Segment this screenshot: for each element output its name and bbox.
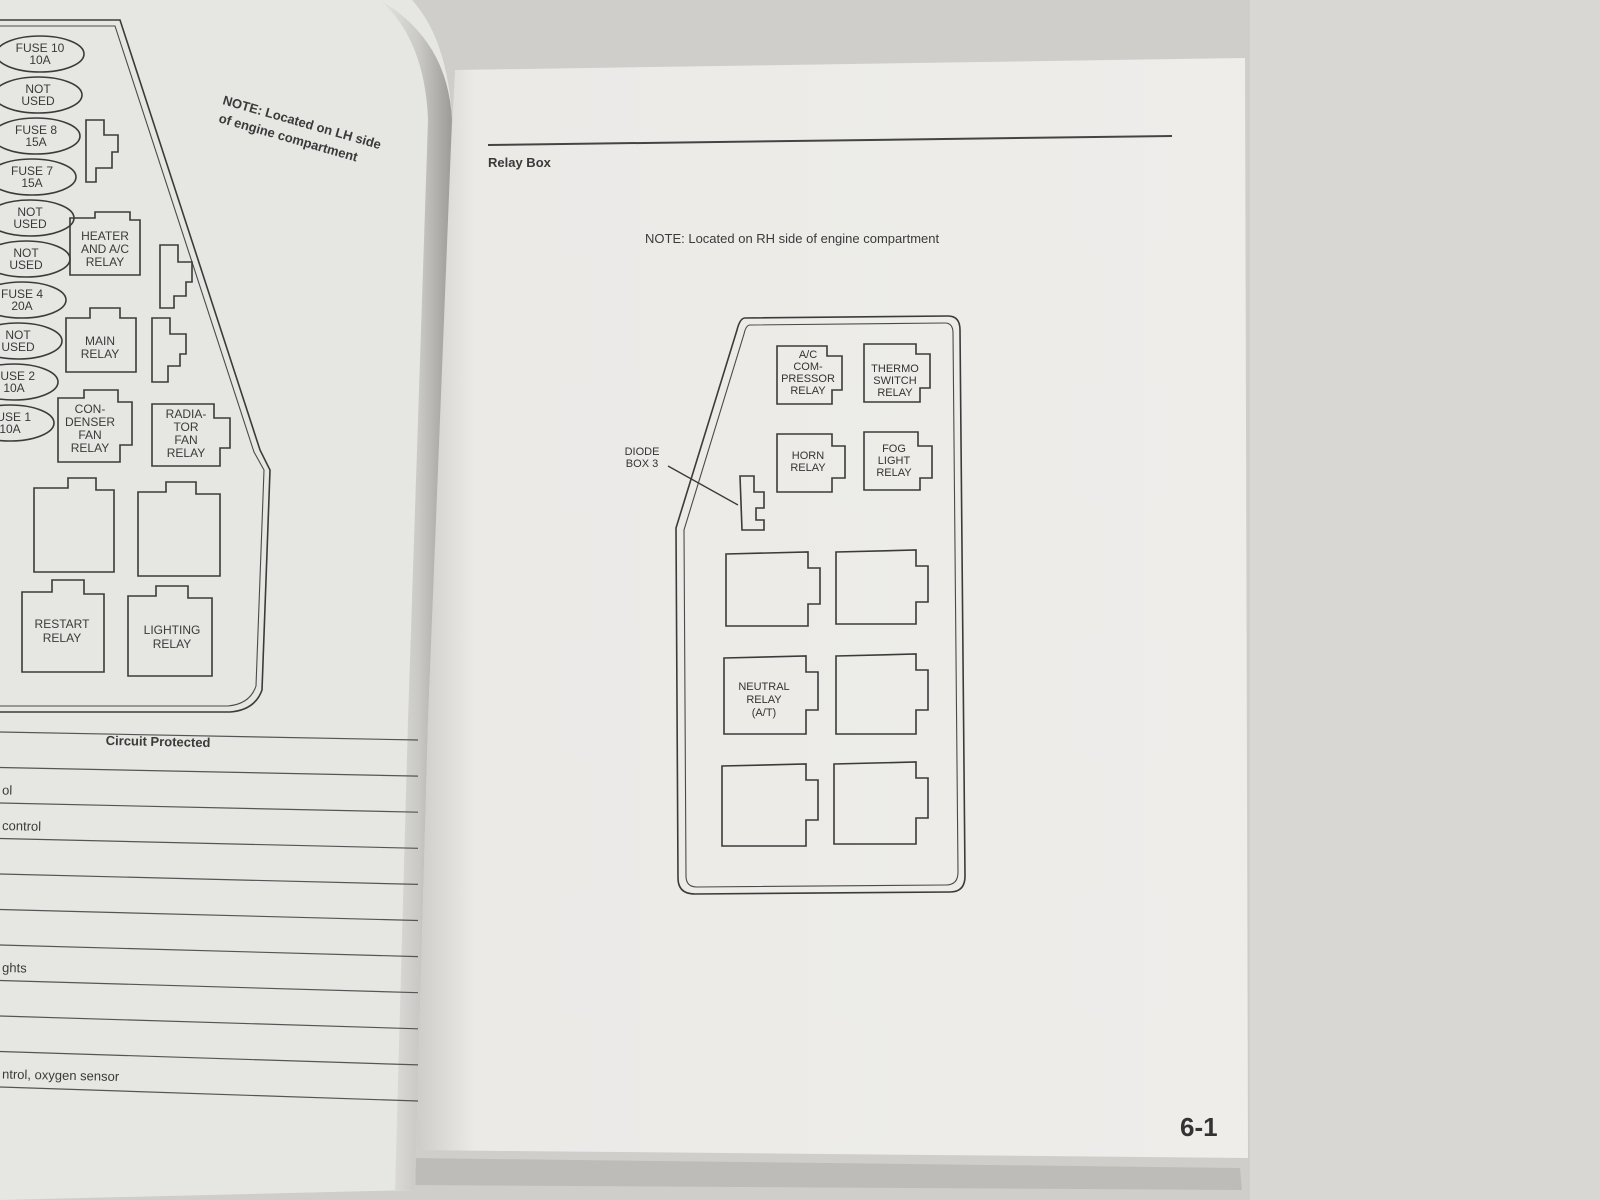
thermo-relay-label-1: THERMO [871,363,919,375]
fuse-oval-5-label-1: NOT [17,205,43,219]
fuse-oval-6-label-1: NOT [13,246,39,260]
fuse-oval-1-label-1: FUSE 10 [16,41,65,55]
fuse-oval-9-label-2: 10A [3,381,24,395]
fuse-oval-5-label-2: USED [13,217,47,231]
fuse-oval-10-label-1: FUSE 1 [0,410,31,424]
table-rule [0,1086,419,1102]
condenser-relay-label-1: CON- [75,402,106,416]
heater-relay-label-1: HEATER [81,229,129,243]
table-row-text: ntrol, oxygen sensor [2,1067,120,1084]
fuse-oval-9-label-1: FUSE 2 [0,369,35,383]
thermo-relay-label-3: RELAY [877,387,913,399]
table-rule [0,873,419,885]
condenser-relay-label-3: FAN [78,428,101,442]
fuse-oval-1-label-2: 10A [29,53,50,67]
fuse-oval-4-label-2: 15A [21,176,42,190]
radiator-relay-label-3: FAN [174,433,197,447]
ac-relay-label-4: RELAY [790,385,826,397]
ac-relay-label-1: A/C [799,349,817,361]
main-relay-label-2: RELAY [81,347,119,361]
condenser-relay-label-2: DENSER [65,415,115,429]
fuse-oval-6-label-2: USED [9,258,43,272]
page-number: 6-1 [1180,1112,1218,1142]
table-row-text: ghts [2,960,27,976]
fuse-oval-4-label-1: FUSE 7 [11,164,53,178]
radiator-relay-label-2: TOR [173,420,198,434]
table-rule [0,908,419,922]
restart-relay-label-2: RELAY [43,631,81,645]
table-rule [0,979,419,994]
right-page [408,58,1248,1158]
table-rule [0,1015,419,1030]
fuse-oval-2-label-1: NOT [25,82,51,96]
fuse-oval-10-label-2: 10A [0,422,21,436]
neutral-relay-label-2: RELAY [746,694,782,706]
table-row-text: ol [2,783,13,798]
lighting-relay-label-2: RELAY [153,637,191,651]
fuse-oval-8-label-2: USED [1,340,35,354]
radiator-relay-label-4: RELAY [167,446,205,460]
circuit-protected-table: Circuit Protected ol control ghts ntrol, ox… [0,731,419,1102]
rh-note: NOTE: Located on RH side of engine compa… [645,231,939,246]
left-page [0,0,452,1200]
radiator-relay-label-1: RADIA- [166,407,207,421]
fuse-oval-8-label-1: NOT [5,328,31,342]
fuse-oval-7-label-2: 20A [11,299,32,313]
fog-relay-label-3: RELAY [876,467,912,479]
thermo-relay-label-2: SWITCH [873,375,916,387]
table-rule [0,731,419,741]
title-rule [487,135,1173,146]
table-rule [0,766,419,777]
table-rule [0,1050,419,1066]
neutral-relay-label-3: (A/T) [752,707,776,719]
fog-relay-label-2: LIGHT [878,455,911,467]
fuse-oval-3-label-2: 15A [25,135,46,149]
condenser-relay-label-4: RELAY [71,441,109,455]
ac-relay-label-3: PRESSOR [781,373,835,385]
table-row-text: control [2,818,41,834]
fuse-oval-3-label-1: FUSE 8 [15,123,57,137]
heater-relay-label-2: AND A/C [81,242,129,256]
diode-leader-line [667,465,739,506]
diode-label-2: BOX 3 [626,458,658,470]
restart-relay-label-1: RESTART [35,617,91,631]
relay-box-diagram: A/C COM- PRESSOR RELAY THERMO SWITCH REL… [625,315,966,895]
relay-box-title: Relay Box [488,155,552,170]
main-relay-label-1: MAIN [85,334,115,348]
heater-relay-label-3: RELAY [86,255,124,269]
table-rule [0,837,419,849]
fuse-oval-2-label-2: USED [21,94,55,108]
horn-relay-label-1: HORN [792,450,824,462]
ac-relay-label-2: COM- [793,361,823,373]
table-rule [0,944,419,958]
lighting-relay-label-1: LIGHTING [144,623,201,637]
diode-label-1: DIODE [625,446,660,458]
circuit-protected-header: Circuit Protected [106,733,211,750]
table-rule [0,802,419,813]
horn-relay-label-2: RELAY [790,462,826,474]
fog-relay-label-1: FOG [882,443,906,455]
fuse-oval-7-label-1: FUSE 4 [1,287,43,301]
neutral-relay-label-1: NEUTRAL [738,681,789,693]
